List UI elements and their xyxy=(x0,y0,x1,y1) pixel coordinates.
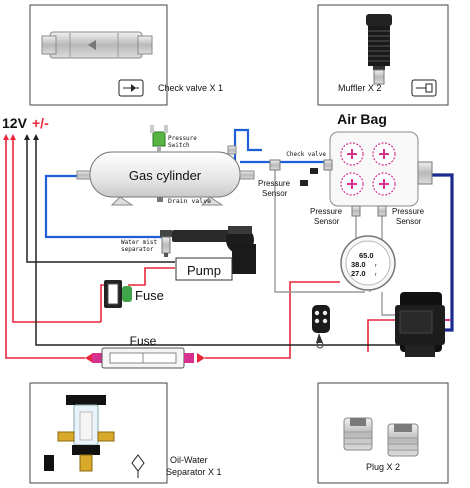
fuse-main: Fuse xyxy=(85,334,205,369)
positive-wire-fuse-small xyxy=(12,140,101,323)
water-mist-line2: separator xyxy=(121,246,154,253)
gas-cylinder: Gas cylinder Drain valve xyxy=(76,145,255,206)
positive-wire-ecu xyxy=(205,281,340,359)
check-valve-caption: Check valve X 1 xyxy=(158,83,223,93)
polarity-label: +/- xyxy=(32,115,49,131)
pressure-gauge: 65.0 38.0 27.0 r r xyxy=(340,235,396,291)
positive-wire-main xyxy=(5,140,85,359)
muffler-image xyxy=(366,14,392,85)
pressure-sensor-left: Pressure Sensor xyxy=(258,159,291,198)
pressure-sensor-bottom-right: Pressure Sensor xyxy=(392,207,425,226)
plug-image xyxy=(343,417,419,457)
gauge-value-3: 27.0 xyxy=(351,269,366,278)
pressure-sensor-bl-line2: Sensor xyxy=(314,217,340,226)
air-line-separator xyxy=(44,174,165,239)
muffler-caption: Muffler X 2 xyxy=(338,83,381,93)
pressure-sensor-left-line1: Pressure xyxy=(258,179,291,188)
gauge-value-1: 65.0 xyxy=(359,251,374,260)
ground-wire-ecu xyxy=(35,140,400,346)
pressure-sensor-left-line2: Sensor xyxy=(262,189,288,198)
oil-water-caption-line2: Separator X 1 xyxy=(166,467,222,477)
inset-plug: Plug X 2 xyxy=(317,382,449,484)
check-valve-image xyxy=(41,31,153,59)
drain-valve-label: Drain valve xyxy=(168,197,211,205)
fuse-small: Fuse xyxy=(104,280,164,308)
oil-water-caption-line1: Oil-Water xyxy=(170,455,208,465)
air-bag-manifold xyxy=(300,131,433,217)
pump-label: Pump xyxy=(187,263,221,278)
pressure-sensor-br-line1: Pressure xyxy=(392,207,425,216)
remote-control xyxy=(312,305,330,349)
positive-wires xyxy=(5,140,400,359)
check-valve-symbol-icon xyxy=(118,79,144,97)
ecu-control-box xyxy=(395,292,445,357)
fuse-main-label: Fuse xyxy=(130,334,157,348)
air-lines xyxy=(44,128,330,239)
gauge-unit-2: r xyxy=(375,263,377,269)
pump: Pump xyxy=(172,226,256,281)
inset-oil-water-separator: Oil-Water Separator X 1 xyxy=(29,382,222,484)
gas-cylinder-label: Gas cylinder xyxy=(129,168,202,183)
oil-water-separator-symbol-icon xyxy=(131,454,145,478)
ground-wire-pump xyxy=(26,140,175,263)
oil-water-separator-image xyxy=(44,395,115,472)
ground-wires xyxy=(26,140,400,346)
pressure-sensor-bottom-left: Pressure Sensor xyxy=(310,207,343,226)
gauge-value-2: 38.0 xyxy=(351,260,366,269)
pressure-sensor-bl-line1: Pressure xyxy=(310,207,343,216)
air-bag-label: Air Bag xyxy=(337,111,387,127)
air-line-top xyxy=(233,128,262,162)
water-mist-line1: Water mist xyxy=(121,239,158,246)
fuse-small-label: Fuse xyxy=(135,288,164,303)
air-line-compressor-return xyxy=(430,173,454,332)
pressure-sensor-br-line2: Sensor xyxy=(396,217,422,226)
pressure-switch-line1: Pressure xyxy=(168,135,197,142)
check-valve-inline-label: Check valve xyxy=(286,151,326,158)
voltage-label: 12V xyxy=(2,115,28,131)
muffler-symbol-icon xyxy=(411,79,437,97)
positive-wire-pump xyxy=(128,267,175,286)
pressure-switch: Pressure Switch xyxy=(150,125,197,152)
plug-caption: Plug X 2 xyxy=(366,462,400,472)
water-mist-separator: Water mist separator xyxy=(121,230,172,257)
inset-muffler: Muffler X 2 xyxy=(317,4,449,106)
power-label: 12V +/- xyxy=(2,115,49,140)
pressure-switch-line2: Switch xyxy=(168,142,190,149)
gauge-unit-3: r xyxy=(375,272,377,278)
inset-check-valve: Check valve X 1 xyxy=(29,4,223,106)
